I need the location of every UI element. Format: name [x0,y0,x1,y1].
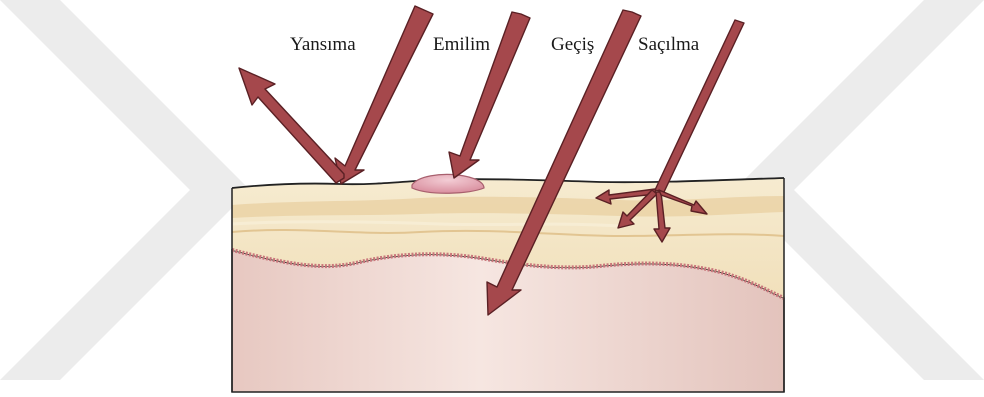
label-reflection: Yansıma [290,34,356,55]
label-transmission: Geçiş [551,34,594,55]
label-scattering: Saçılma [638,34,700,55]
reflection-incoming-arrow [335,6,433,184]
label-absorption: Emilim [433,34,490,55]
absorption-spot [412,174,484,193]
